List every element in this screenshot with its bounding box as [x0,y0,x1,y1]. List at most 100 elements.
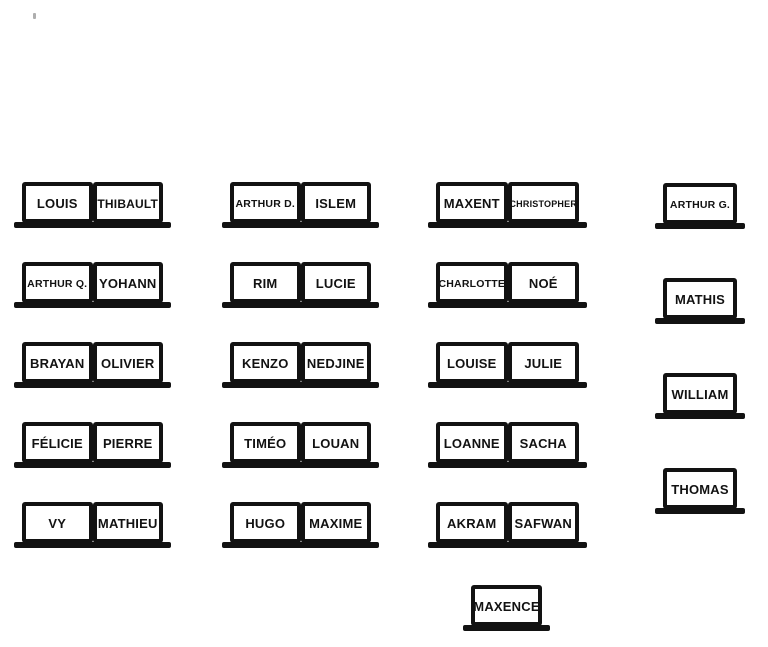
seat-label: MATHIS [674,292,726,307]
seat-louan[interactable]: LOUAN [300,422,371,463]
seat-label: MATHIEU [97,516,158,531]
desk-base-icon [222,222,379,228]
seat-hugo[interactable]: HUGO [230,502,301,543]
seat-rim[interactable]: RIM [230,262,301,303]
seat-label: AKRAM [447,516,497,531]
seat-label: BRAYAN [30,356,85,371]
seat-louis[interactable]: LOUIS [22,182,93,223]
seat-label: ISLEM [315,196,357,211]
desk-base-icon [463,625,550,631]
seat-label: LOUIS [36,196,78,211]
seat-julie[interactable]: JULIE [507,342,579,383]
seat-arthur-g[interactable]: ARTHUR G. [663,183,737,224]
seat-safwan[interactable]: SAFWAN [507,502,579,543]
desk-col4-row3: WILLIAM [655,373,745,419]
seat-thomas[interactable]: THOMAS [663,468,737,509]
desk-col1-row5: VY MATHIEU [14,502,171,548]
seat-kenzo[interactable]: KENZO [230,342,301,383]
desk-base-icon [14,542,171,548]
desk-cells: RIM LUCIE [230,262,371,303]
seat-yohann[interactable]: YOHANN [92,262,163,303]
desk-col2-row1: ARTHUR D. ISLEM [222,182,379,228]
seat-label: LUCIE [315,276,356,291]
desk-cells: AKRAM SAFWAN [436,502,579,543]
seat-label: TIMÉO [244,436,287,451]
seat-label: THIBAULT [97,196,159,211]
desk-cells: LOUISE JULIE [436,342,579,383]
seat-maxime[interactable]: MAXIME [300,502,371,543]
seat-louise[interactable]: LOUISE [436,342,508,383]
desk-cells: MATHIS [663,278,737,319]
desk-base-icon [428,222,587,228]
seat-thibault[interactable]: THIBAULT [92,182,163,223]
desk-col1-row1: LOUIS THIBAULT [14,182,171,228]
seat-mathieu[interactable]: MATHIEU [92,502,163,543]
seat-william[interactable]: WILLIAM [663,373,737,414]
seat-label: CHARLOTTE [438,277,506,290]
seat-maxent[interactable]: MAXENT [436,182,508,223]
seat-label: WILLIAM [671,387,729,402]
desk-base-icon [655,318,745,324]
seat-label: YOHANN [98,276,157,291]
desk-cells: LOUIS THIBAULT [22,182,163,223]
seat-félicie[interactable]: FÉLICIE [22,422,93,463]
desk-cells: MAXENCE [471,585,542,626]
seat-olivier[interactable]: OLIVIER [92,342,163,383]
desk-base-icon [655,223,745,229]
seat-label: KENZO [242,356,289,371]
desk-cells: FÉLICIE PIERRE [22,422,163,463]
seat-noé[interactable]: NOÉ [507,262,579,303]
seat-islem[interactable]: ISLEM [300,182,371,223]
desk-col4-row1: ARTHUR G. [655,183,745,229]
desk-col2-row4: TIMÉO LOUAN [222,422,379,468]
seat-label: CHRISTOPHER [509,198,578,209]
seat-label: THOMAS [671,482,729,497]
seat-maxence[interactable]: MAXENCE [471,585,542,626]
desk-col2-row2: RIM LUCIE [222,262,379,308]
seat-brayan[interactable]: BRAYAN [22,342,93,383]
stray-mark [33,13,36,19]
desk-col1-row2: ARTHUR Q. YOHANN [14,262,171,308]
seat-timéo[interactable]: TIMÉO [230,422,301,463]
desk-cells: TIMÉO LOUAN [230,422,371,463]
seat-lucie[interactable]: LUCIE [300,262,371,303]
seat-pierre[interactable]: PIERRE [92,422,163,463]
seat-christopher[interactable]: CHRISTOPHER [507,182,579,223]
desk-base-icon [14,222,171,228]
desk-cells: BRAYAN OLIVIER [22,342,163,383]
desk-col2-row5: HUGO MAXIME [222,502,379,548]
seat-vy[interactable]: VY [22,502,93,543]
desk-base-icon [222,302,379,308]
seat-arthur-d[interactable]: ARTHUR D. [230,182,301,223]
seat-loanne[interactable]: LOANNE [436,422,508,463]
seat-label: HUGO [245,516,286,531]
seat-charlotte[interactable]: CHARLOTTE [436,262,508,303]
seat-label: MAXIME [309,516,363,531]
seat-label: LOUISE [446,356,497,371]
desk-cells: ARTHUR Q. YOHANN [22,262,163,303]
desk-col1-row4: FÉLICIE PIERRE [14,422,171,468]
desk-base-icon [655,413,745,419]
seat-label: NEDJINE [306,356,365,371]
seat-nedjine[interactable]: NEDJINE [300,342,371,383]
seat-arthur-q[interactable]: ARTHUR Q. [22,262,93,303]
desk-base-icon [428,382,587,388]
seat-mathis[interactable]: MATHIS [663,278,737,319]
desk-base-icon [222,542,379,548]
desk-base-icon [655,508,745,514]
desk-cells: THOMAS [663,468,737,509]
seat-akram[interactable]: AKRAM [436,502,508,543]
desk-col2-row3: KENZO NEDJINE [222,342,379,388]
seat-label: RIM [253,276,278,291]
desk-col4-row4: THOMAS [655,468,745,514]
desk-base-icon [222,462,379,468]
seat-label: VY [48,516,67,531]
seat-label: LOANNE [443,436,500,451]
desk-base-icon [14,462,171,468]
desk-base-icon [428,462,587,468]
seat-sacha[interactable]: SACHA [507,422,579,463]
desk-col3-row5: AKRAM SAFWAN [428,502,587,548]
desk-col5-row1: MAXENCE [463,585,550,631]
seat-label: MAXENCE [473,599,540,614]
